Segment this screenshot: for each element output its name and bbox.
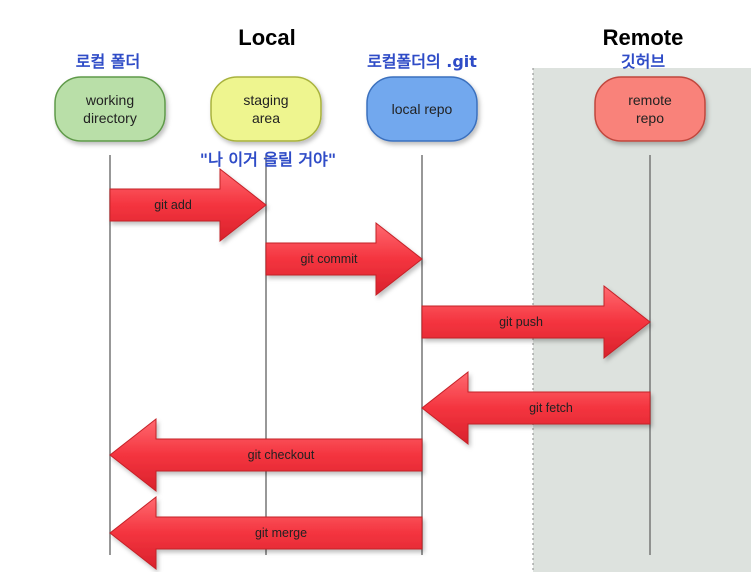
arrows: git add git commit git push git fetch git ch… bbox=[109, 167, 651, 571]
arrow-label: git commit bbox=[301, 252, 358, 266]
arrow-shape bbox=[109, 417, 423, 493]
arrow-git-checkout: git checkout bbox=[109, 417, 423, 493]
node-label: area bbox=[252, 110, 280, 126]
arrow-git-commit: git commit bbox=[265, 221, 423, 297]
node-working-directory: working directory bbox=[54, 76, 166, 142]
local-title: Local bbox=[238, 25, 295, 50]
local-git-label: 로컬폴더의 .git bbox=[367, 52, 477, 71]
node-shape bbox=[210, 76, 322, 142]
node-shape bbox=[366, 76, 478, 142]
arrow-shape bbox=[109, 167, 267, 243]
arrow-label: git checkout bbox=[248, 448, 315, 462]
node-shape bbox=[594, 76, 706, 142]
arrow-git-push: git push bbox=[421, 284, 651, 360]
local-folder-label: 로컬 폴더 bbox=[76, 52, 140, 71]
arrow-label: git merge bbox=[255, 526, 307, 540]
node-label: local repo bbox=[392, 101, 453, 117]
arrow-git-merge: git merge bbox=[109, 495, 423, 571]
node-staging-area: staging area bbox=[210, 76, 322, 142]
nodes: working directory staging area local repo rem… bbox=[54, 76, 706, 142]
arrow-shape bbox=[421, 284, 651, 360]
node-label: remote bbox=[628, 92, 672, 108]
arrow-label: git fetch bbox=[529, 401, 573, 415]
staging-note: "나 이거 올릴 거야" bbox=[200, 150, 336, 169]
arrow-shape bbox=[265, 221, 423, 297]
remote-title: Remote bbox=[603, 25, 684, 50]
node-label: directory bbox=[83, 110, 137, 126]
node-label: working bbox=[85, 92, 134, 108]
arrow-label: git add bbox=[154, 198, 192, 212]
lifelines bbox=[109, 155, 651, 555]
node-local-repo: local repo bbox=[366, 76, 478, 142]
arrow-git-fetch: git fetch bbox=[421, 370, 651, 446]
arrow-shape bbox=[421, 370, 651, 446]
arrow-label: git push bbox=[499, 315, 543, 329]
arrow-shape bbox=[109, 495, 423, 571]
node-shape bbox=[54, 76, 166, 142]
github-label: 깃허브 bbox=[621, 52, 665, 71]
node-remote-repo: remote repo bbox=[594, 76, 706, 142]
arrow-git-add: git add bbox=[109, 167, 267, 243]
node-label: repo bbox=[636, 110, 664, 126]
node-label: staging bbox=[243, 92, 288, 108]
